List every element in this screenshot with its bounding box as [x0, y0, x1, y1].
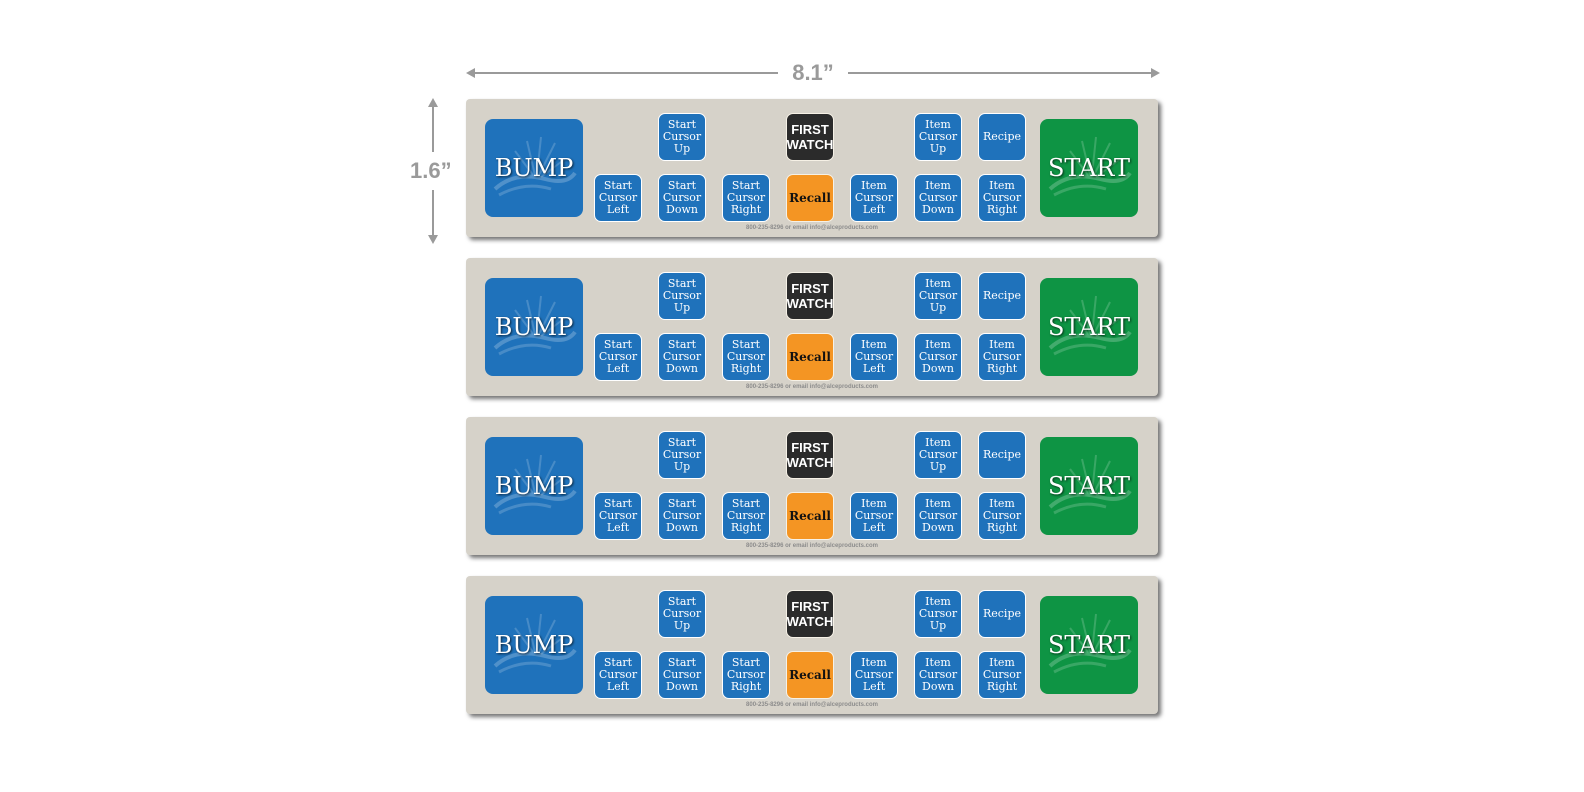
item-cursor-left-key[interactable]: Item Cursor Left [850, 174, 898, 222]
item-cursor-down-key[interactable]: Item Cursor Down [914, 174, 962, 222]
swoosh-logo-icon [493, 613, 577, 674]
swoosh-logo-icon [493, 295, 577, 356]
start-cursor-right-key[interactable]: Start Cursor Right [722, 651, 770, 699]
recipe-key[interactable]: Recipe [978, 431, 1026, 479]
start-button[interactable]: START [1040, 437, 1138, 535]
first-watch-logo-key[interactable]: FIRST WATCH [786, 590, 834, 638]
start-label: START [1047, 154, 1131, 182]
recall-key[interactable]: Recall [786, 333, 834, 381]
contact-footer: 800-235-8296 or email info@alceproducts.… [746, 225, 878, 231]
item-cursor-left-key[interactable]: Item Cursor Left [850, 492, 898, 540]
start-cursor-up-key[interactable]: Start Cursor Up [658, 431, 706, 479]
item-cursor-down-key[interactable]: Item Cursor Down [914, 492, 962, 540]
start-cursor-down-key[interactable]: Start Cursor Down [658, 333, 706, 381]
arrow-down-icon [428, 235, 438, 244]
bump-button[interactable]: BUMP [485, 278, 583, 376]
swoosh-logo-icon [1048, 295, 1132, 356]
contact-footer: 800-235-8296 or email info@alceproducts.… [746, 702, 878, 708]
start-button[interactable]: START [1040, 596, 1138, 694]
swoosh-logo-icon [493, 136, 577, 197]
height-dimension-line-bottom [432, 190, 434, 242]
start-label: START [1047, 313, 1131, 341]
start-button[interactable]: START [1040, 278, 1138, 376]
arrow-right-icon [1151, 68, 1160, 78]
keypad-overlay-panel-4: BUMP Start Cursor Up FIRST WATCH Item Cu… [466, 576, 1158, 714]
contact-footer: 800-235-8296 or email info@alceproducts.… [746, 384, 878, 390]
width-dimension-label: 8.1” [792, 60, 834, 85]
start-cursor-up-key[interactable]: Start Cursor Up [658, 113, 706, 161]
first-watch-logo-key[interactable]: FIRST WATCH [786, 431, 834, 479]
recall-key[interactable]: Recall [786, 174, 834, 222]
start-label: START [1047, 472, 1131, 500]
recipe-key[interactable]: Recipe [978, 113, 1026, 161]
recipe-key[interactable]: Recipe [978, 272, 1026, 320]
height-dimension-line-top [432, 100, 434, 152]
start-cursor-down-key[interactable]: Start Cursor Down [658, 492, 706, 540]
swoosh-logo-icon [493, 454, 577, 515]
item-cursor-left-key[interactable]: Item Cursor Left [850, 651, 898, 699]
start-cursor-left-key[interactable]: Start Cursor Left [594, 174, 642, 222]
item-cursor-right-key[interactable]: Item Cursor Right [978, 174, 1026, 222]
item-cursor-left-key[interactable]: Item Cursor Left [850, 333, 898, 381]
bump-button[interactable]: BUMP [485, 437, 583, 535]
swoosh-logo-icon [1048, 613, 1132, 674]
bump-button[interactable]: BUMP [485, 119, 583, 217]
item-cursor-up-key[interactable]: Item Cursor Up [914, 431, 962, 479]
width-dimension-line-left [468, 72, 778, 74]
start-cursor-left-key[interactable]: Start Cursor Left [594, 492, 642, 540]
bump-label: BUMP [494, 472, 574, 500]
start-cursor-up-key[interactable]: Start Cursor Up [658, 590, 706, 638]
bump-label: BUMP [494, 631, 574, 659]
item-cursor-up-key[interactable]: Item Cursor Up [914, 272, 962, 320]
start-button[interactable]: START [1040, 119, 1138, 217]
arrow-left-icon [466, 68, 475, 78]
bump-label: BUMP [494, 313, 574, 341]
start-cursor-right-key[interactable]: Start Cursor Right [722, 333, 770, 381]
item-cursor-down-key[interactable]: Item Cursor Down [914, 333, 962, 381]
start-cursor-down-key[interactable]: Start Cursor Down [658, 651, 706, 699]
height-dimension-label: 1.6” [410, 158, 452, 183]
start-cursor-right-key[interactable]: Start Cursor Right [722, 174, 770, 222]
width-dimension-line-right [848, 72, 1158, 74]
item-cursor-up-key[interactable]: Item Cursor Up [914, 590, 962, 638]
start-cursor-right-key[interactable]: Start Cursor Right [722, 492, 770, 540]
width-dimension: 8.1” [466, 60, 1160, 86]
swoosh-logo-icon [1048, 136, 1132, 197]
item-cursor-right-key[interactable]: Item Cursor Right [978, 651, 1026, 699]
start-label: START [1047, 631, 1131, 659]
item-cursor-right-key[interactable]: Item Cursor Right [978, 492, 1026, 540]
contact-footer: 800-235-8296 or email info@alceproducts.… [746, 543, 878, 549]
start-cursor-down-key[interactable]: Start Cursor Down [658, 174, 706, 222]
item-cursor-right-key[interactable]: Item Cursor Right [978, 333, 1026, 381]
keypad-overlay-panel-2: BUMP Start Cursor Up FIRST WATCH Item Cu… [466, 258, 1158, 396]
height-dimension: 1.6” [410, 98, 452, 244]
start-cursor-left-key[interactable]: Start Cursor Left [594, 651, 642, 699]
start-cursor-up-key[interactable]: Start Cursor Up [658, 272, 706, 320]
item-cursor-down-key[interactable]: Item Cursor Down [914, 651, 962, 699]
bump-label: BUMP [494, 154, 574, 182]
first-watch-logo-key[interactable]: FIRST WATCH [786, 113, 834, 161]
first-watch-logo-key[interactable]: FIRST WATCH [786, 272, 834, 320]
recall-key[interactable]: Recall [786, 492, 834, 540]
swoosh-logo-icon [1048, 454, 1132, 515]
item-cursor-up-key[interactable]: Item Cursor Up [914, 113, 962, 161]
start-cursor-left-key[interactable]: Start Cursor Left [594, 333, 642, 381]
keypad-overlay-panel-3: BUMP Start Cursor Up FIRST WATCH Item Cu… [466, 417, 1158, 555]
recipe-key[interactable]: Recipe [978, 590, 1026, 638]
bump-button[interactable]: BUMP [485, 596, 583, 694]
recall-key[interactable]: Recall [786, 651, 834, 699]
keypad-overlay-panel-1: BUMP Start Cursor Up FIRST WATCH Item Cu… [466, 99, 1158, 237]
